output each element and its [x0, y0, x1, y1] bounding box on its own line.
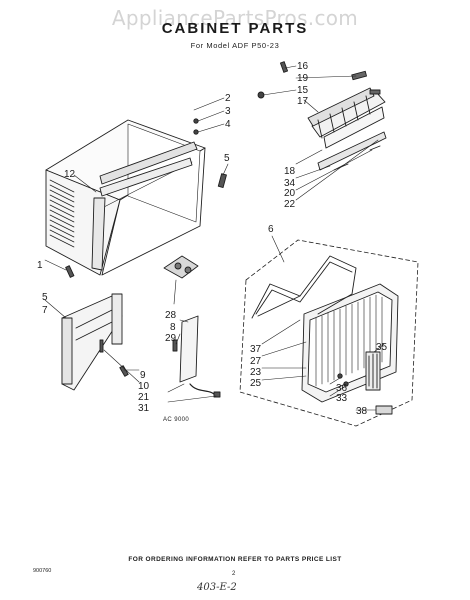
- callout-label: 1: [37, 260, 43, 271]
- callout-label: 16: [297, 61, 309, 72]
- callout-label: 38: [356, 406, 368, 417]
- callout-label: 25: [250, 378, 262, 389]
- callout-label: 12: [64, 169, 76, 180]
- watermark: AppliancePartsPros.com: [111, 6, 359, 30]
- callout-label: 9: [140, 370, 146, 381]
- callout-label: 22: [284, 199, 296, 210]
- track-screws: [257, 61, 381, 99]
- callout-label: 29: [165, 333, 177, 344]
- cabinet-louvers: [49, 179, 75, 248]
- wire-filter-frame: [251, 255, 357, 319]
- ordering-footer-note: FOR ORDERING INFORMATION REFER TO PARTS …: [128, 556, 342, 563]
- callout-label: 18: [284, 166, 296, 177]
- side-curtain-panel: [61, 293, 129, 391]
- model-subtitle: For Model ADF P50-23: [190, 41, 280, 50]
- callout-label: 34: [284, 178, 296, 189]
- callout-label: 27: [250, 356, 262, 367]
- callout-label: 10: [138, 381, 150, 392]
- center-bracket: [163, 255, 221, 398]
- callout-label: 19: [297, 73, 309, 84]
- callout-label: 36: [336, 383, 348, 394]
- callout-label: 21: [138, 392, 150, 403]
- callout-label: 7: [42, 305, 48, 316]
- callout-labels: 2 3 4 5 12 1 5 7 16 19 15 17 18 34 20 22…: [37, 61, 388, 417]
- cabinet-side-rails: [91, 141, 198, 271]
- handwritten-note: 403-E-2: [197, 582, 237, 593]
- control-knobs: [337, 351, 393, 415]
- cabinet-screws: [65, 118, 227, 278]
- callout-label: 15: [297, 85, 309, 96]
- front-panel-group-boundary: [239, 239, 419, 427]
- filter-track-assembly: [307, 87, 387, 171]
- callout-label: 17: [297, 96, 309, 107]
- callout-label: 3: [225, 106, 231, 117]
- callout-label: 28: [165, 310, 177, 321]
- callout-label: 33: [336, 393, 348, 404]
- page-number: 2: [232, 571, 236, 577]
- callout-label: 5: [42, 292, 48, 303]
- callout-label: 20: [284, 188, 296, 199]
- callout-label: 4: [225, 119, 231, 130]
- callout-label: 5: [224, 153, 230, 164]
- page-title: CABINET PARTS: [161, 20, 309, 37]
- callout-label: 2: [225, 93, 231, 104]
- callout-label: 37: [250, 344, 262, 355]
- document-code: 900760: [33, 568, 52, 574]
- callout-label: 31: [138, 403, 150, 414]
- callout-label: 23: [250, 367, 262, 378]
- callout-label: 35: [376, 342, 388, 353]
- leader-lines: [44, 65, 385, 411]
- reference-code: AC 9000: [163, 417, 190, 423]
- cabinet-shell: [45, 119, 206, 276]
- callout-label: 8: [170, 322, 176, 333]
- callout-label: 6: [268, 224, 274, 235]
